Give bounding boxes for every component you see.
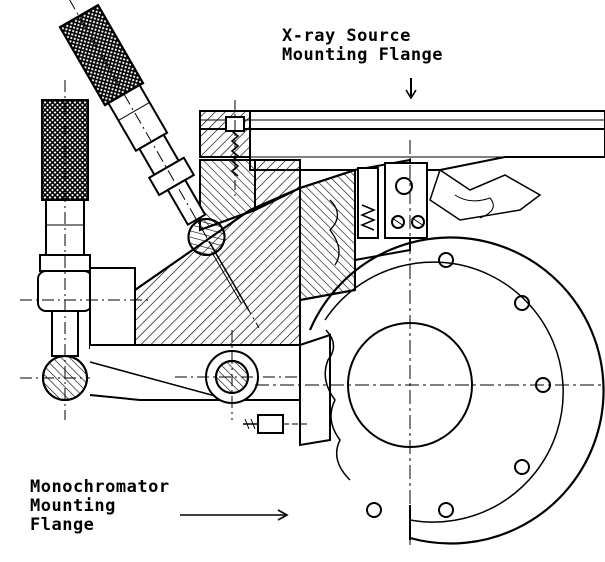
monochromator-flange-label: Monochromator Mounting Flange	[30, 478, 170, 535]
monochromator-label-line2: Mounting	[30, 496, 116, 516]
vertical-actuator	[20, 80, 150, 420]
monochromator-label-line3: Flange	[30, 515, 95, 535]
inclined-actuator	[58, 0, 260, 329]
xray-source-flange-label: X-ray Source Mounting Flange	[282, 27, 443, 65]
screw-bracket	[357, 162, 428, 239]
xray-source-label-line1: X-ray Source	[282, 26, 411, 46]
monochromator-leader-arrow	[180, 509, 289, 521]
xray-source-leader-arrow	[405, 78, 417, 100]
monochromator-label-line1: Monochromator	[30, 477, 170, 497]
xray-source-label-line2: Mounting Flange	[282, 45, 444, 65]
adjustment-screw	[243, 414, 310, 434]
xray-source-flange-plate	[199, 110, 605, 221]
lever-arm-pivot	[89, 330, 331, 447]
spring-bolt	[225, 100, 245, 200]
monochromator-flange	[255, 140, 605, 545]
